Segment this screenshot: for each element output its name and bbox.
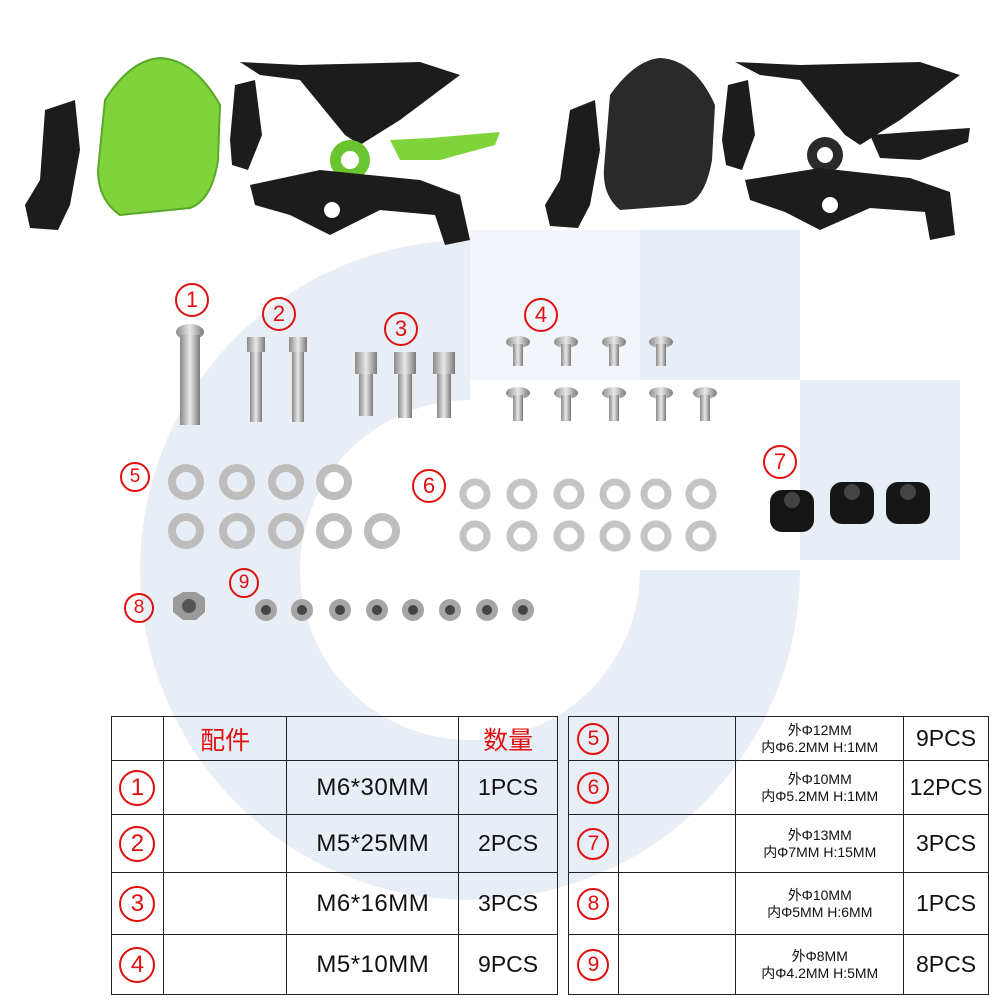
row-qty: 9PCS [915, 725, 977, 751]
marker-6: 6 [412, 469, 446, 503]
row-number: 5 [577, 722, 610, 755]
table-row: 2 M5*25MM 2PCS [111, 814, 558, 873]
row-inner-diameter: 内Φ5.2MM H:1MM [761, 787, 879, 804]
bolt-3 [355, 352, 455, 418]
row-number: 3 [119, 885, 156, 922]
row-qty: 1PCS [915, 890, 977, 916]
row-number: 4 [119, 946, 156, 983]
hardware-kit-illustration [168, 324, 930, 621]
row-outer-diameter: 外Φ8MM [791, 947, 848, 964]
bolt-1 [176, 324, 204, 425]
marker-4: 4 [524, 298, 558, 332]
row-inner-diameter: 内Φ6.2MM H:1MM [761, 738, 879, 755]
table-row: 4 M5*10MM 9PCS [111, 934, 558, 995]
marker-7: 7 [763, 445, 797, 479]
row-spec: M6*16MM [316, 889, 430, 917]
row-outer-diameter: 外Φ13MM [787, 826, 852, 843]
row-inner-diameter: 内Φ5MM H:6MM [767, 903, 873, 920]
marker-8: 8 [124, 593, 154, 623]
marker-5: 5 [120, 462, 150, 492]
row-qty: 3PCS [915, 830, 977, 856]
row-outer-diameter: 外Φ10MM [787, 886, 852, 903]
row-qty: 12PCS [909, 774, 983, 800]
row-qty: 8PCS [915, 951, 977, 977]
row-inner-diameter: 内Φ7MM H:15MM [763, 843, 877, 860]
row-number: 8 [577, 887, 610, 920]
bolt-2 [247, 337, 307, 422]
row-spec: M5*25MM [316, 829, 430, 857]
row-number: 9 [577, 948, 610, 981]
table-row: 3 M6*16MM 3PCS [111, 872, 558, 935]
marker-3: 3 [384, 312, 418, 346]
marker-1: 1 [175, 283, 209, 317]
screw-4 [506, 336, 717, 421]
marker-2: 2 [262, 297, 296, 331]
row-spec: M5*10MM [316, 950, 430, 978]
row-inner-diameter: 内Φ4.2MM H:5MM [761, 964, 879, 981]
row-spec: M6*30MM [316, 773, 430, 801]
row-qty: 3PCS [478, 890, 539, 916]
row-number: 6 [577, 771, 610, 804]
washer-5 [168, 464, 400, 549]
marker-9: 9 [229, 568, 259, 598]
row-number: 7 [577, 827, 610, 860]
washer-6 [459, 478, 717, 552]
parts-photo-black-set [545, 58, 970, 240]
header-qty: 数量 [458, 716, 558, 761]
row-qty: 9PCS [478, 951, 539, 977]
row-qty: 1PCS [478, 774, 539, 800]
header-empty [111, 716, 164, 761]
header-spec-empty [286, 716, 460, 761]
row-number: 1 [119, 769, 156, 806]
row-number: 2 [119, 825, 156, 862]
parts-photo-green-set [25, 56, 500, 245]
row-outer-diameter: 外Φ12MM [787, 721, 852, 738]
nut-9 [255, 599, 534, 621]
spec-table-left: 配件 数量 1 M6*30MM 1PCS 2 M5*25MM 2PCS 3 M6… [111, 716, 558, 995]
grommet-7 [770, 482, 930, 532]
header-part: 配件 [162, 716, 288, 761]
table-header-row: 配件 数量 [111, 716, 558, 761]
row-qty: 2PCS [478, 830, 539, 856]
nut-8 [173, 592, 205, 620]
row-outer-diameter: 外Φ10MM [787, 770, 852, 787]
table-row: 1 M6*30MM 1PCS [111, 760, 558, 815]
